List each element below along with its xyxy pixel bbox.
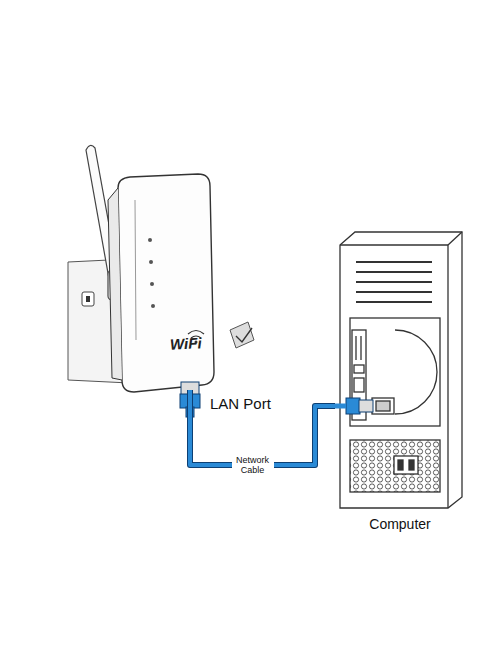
- computer-tower: [340, 232, 462, 508]
- device-brand: WiFi: [170, 334, 202, 353]
- wifi-repeater: WiFi: [118, 176, 216, 390]
- repeater-body: [108, 174, 214, 392]
- device-label: Computer: [369, 516, 430, 532]
- tag-icon: [230, 322, 254, 348]
- computer: Computer: [335, 230, 465, 532]
- port-label: LAN Port: [210, 395, 271, 412]
- cable-label: Network Cable: [232, 454, 274, 476]
- network-plugs: [180, 382, 373, 417]
